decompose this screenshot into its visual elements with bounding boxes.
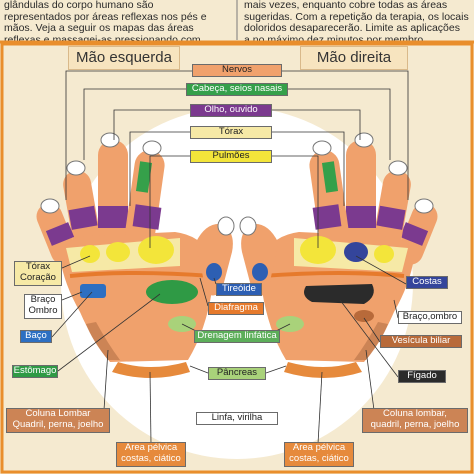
label-estomago: Estômago <box>12 365 58 378</box>
left-ring <box>63 160 101 254</box>
label-coluna-lombar-left: Coluna Lombar Quadril, perna, joelho <box>6 408 110 433</box>
label-linfa-virilha: Linfa, virilha <box>196 412 278 425</box>
right-hand <box>239 132 438 378</box>
label-olho-ouvido: Olho, ouvido <box>190 104 272 117</box>
label-coluna-lombar-right-line-2: quadril, perna, joelho <box>370 418 460 430</box>
intro-left-line-3: mãos. Veja a seguir os mapas das áreas <box>4 23 194 34</box>
label-nervos: Nervos <box>192 64 282 77</box>
left-index <box>125 140 165 246</box>
label-torax-coracao-line-2: Coração <box>20 271 56 283</box>
right-hand-title: Mão direita <box>300 46 408 70</box>
label-tireoide: Tireóide <box>216 283 262 296</box>
label-torax: Tórax <box>190 126 272 139</box>
label-coluna-lombar-right: Coluna lombar, quadril, perna, joelho <box>362 408 468 433</box>
intro-right-line-1: mais vezes, enquanto cobre todas as área… <box>244 0 448 11</box>
label-figado: Fígado <box>398 370 446 383</box>
label-drenagem-linfatica: Drenagem linfática <box>194 330 280 343</box>
label-torax-coracao-line-1: Tórax <box>25 261 51 272</box>
label-vesicula-biliar: Vesícula biliar <box>380 335 462 348</box>
label-costas: Costas <box>406 276 448 289</box>
label-area-pelvica-right: Área pélvica costas, ciático <box>284 442 354 467</box>
label-area-pelvica-left-line-1: Área pélvica <box>124 442 178 453</box>
label-coluna-lombar-right-line-1: Coluna lombar, <box>383 408 447 419</box>
right-index <box>309 140 349 246</box>
right-ring <box>373 160 411 254</box>
label-area-pelvica-left: Área pélvica costas, ciático <box>116 442 186 467</box>
left-hand-title: Mão esquerda <box>68 46 180 70</box>
label-area-pelvica-left-line-2: costas, ciático <box>121 452 181 464</box>
right-thumb <box>241 223 278 296</box>
label-pancreas: Pâncreas <box>208 367 266 380</box>
label-pulmoes: Pulmões <box>190 150 272 163</box>
label-braco-ombro-right: Braço,ombro <box>398 311 462 324</box>
intro-left-line-2: representados por áreas reflexas nos pés… <box>4 11 207 23</box>
intro-right-line-3: doloridos desaparecerão. Limite as aplic… <box>244 23 460 34</box>
intro-right-line-2: sugeridas. Com a repetição da terapia, o… <box>244 11 469 23</box>
frame-border <box>0 42 474 474</box>
left-thumb <box>196 223 233 296</box>
label-baco: Baço <box>20 330 52 343</box>
left-hand <box>36 132 235 378</box>
label-area-pelvica-right-line-2: costas, ciático <box>289 452 349 464</box>
label-diafragma: Diafragma <box>208 302 264 315</box>
label-cabeca-seios-nasais: Cabeça, seios nasais <box>186 83 288 96</box>
left-middle <box>98 132 128 244</box>
label-braco-ombro-left: Braço Ombro <box>24 294 62 319</box>
intro-text-left: glândulas do corpo humano são representa… <box>4 0 232 46</box>
intro-left-line-4: reflexas e massagei-as pressionando com <box>4 34 201 46</box>
label-torax-coracao: Tórax Coração <box>14 261 62 286</box>
label-coluna-lombar-left-line-2: Quadril, perna, joelho <box>12 418 104 430</box>
intro-right-line-4: a no máximo dez minutos por membro. <box>244 34 427 46</box>
intro-text-right: mais vezes, enquanto cobre todas as área… <box>244 0 470 46</box>
right-middle <box>346 132 376 244</box>
intro-left-line-1: glândulas do corpo humano são <box>4 0 154 11</box>
connector-lines <box>51 70 409 445</box>
label-braco-ombro-left-line-1: Braço <box>30 294 56 305</box>
label-area-pelvica-right-line-1: Área pélvica <box>292 442 346 453</box>
label-braco-ombro-left-line-2: Ombro <box>28 304 58 316</box>
label-coluna-lombar-left-line-1: Coluna Lombar <box>25 408 91 419</box>
